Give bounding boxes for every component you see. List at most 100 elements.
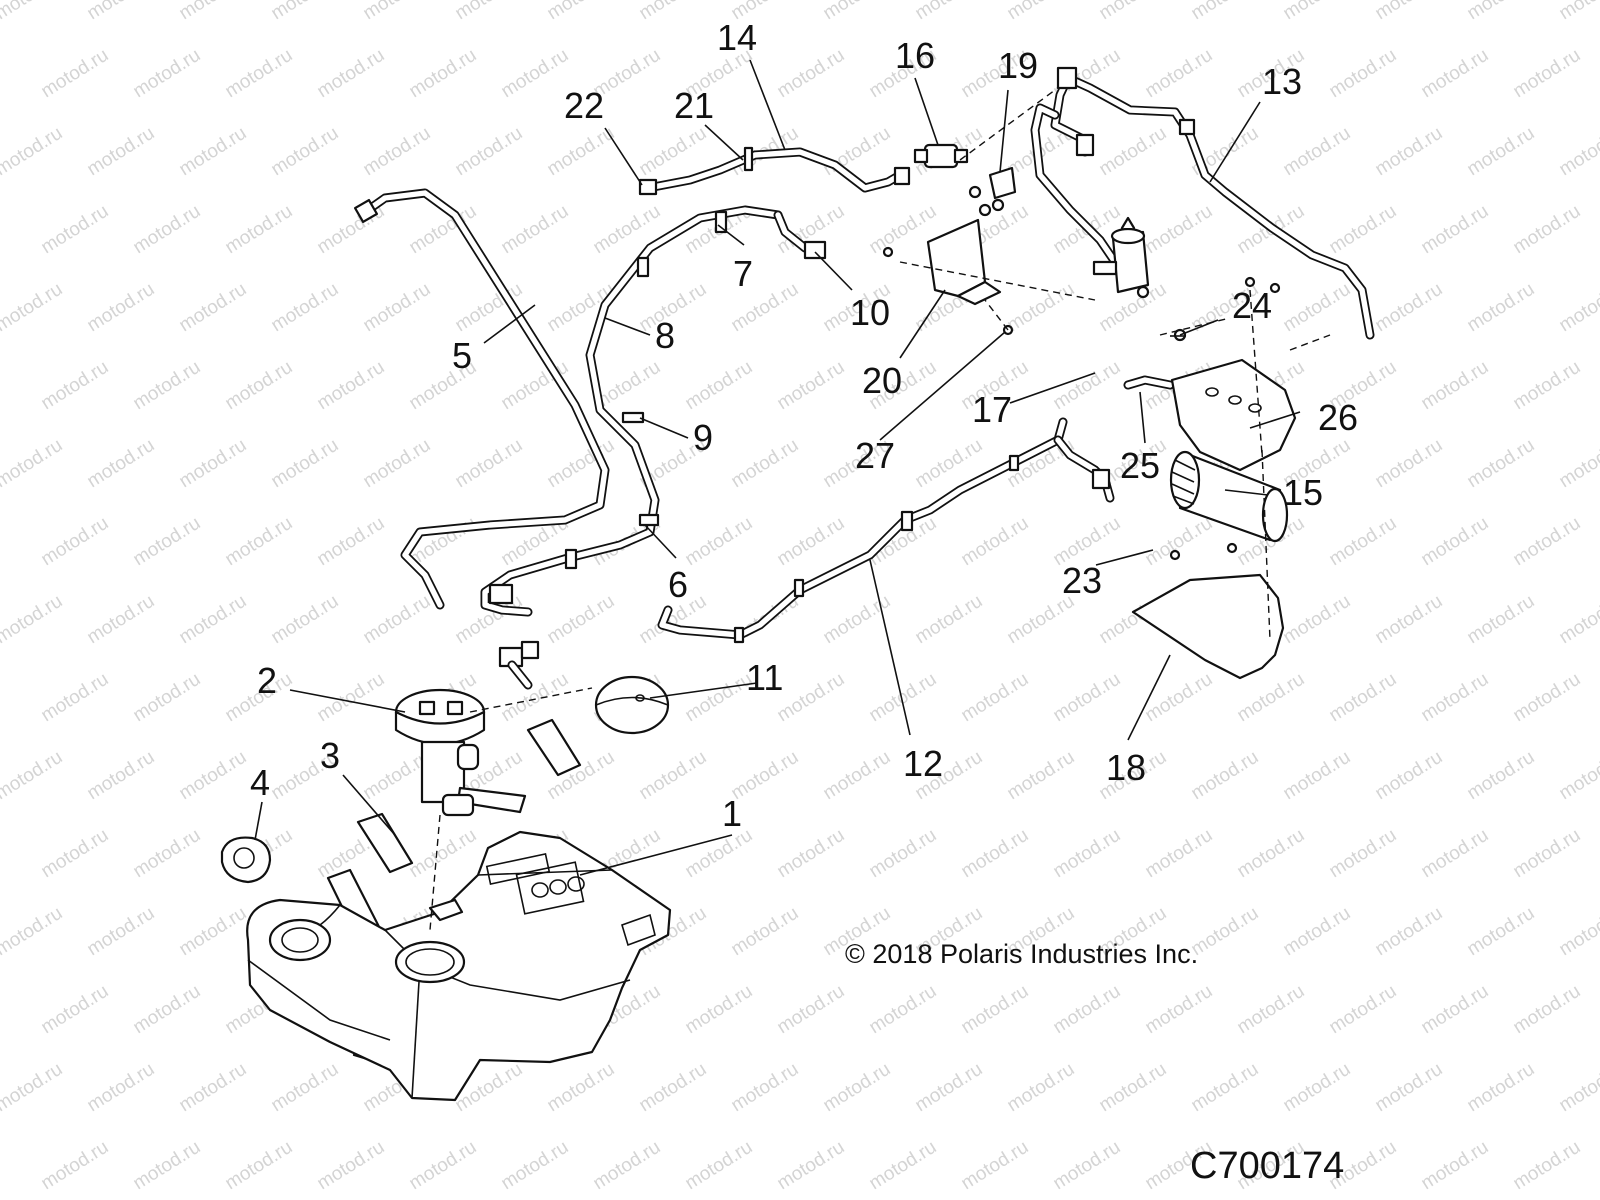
watermark-text: motod.ru [1142, 981, 1217, 1039]
watermark-text: motod.ru [728, 903, 803, 961]
callout-25: 25 [1120, 445, 1160, 486]
watermark-text: motod.ru [774, 45, 849, 103]
watermark-text: motod.ru [1096, 1059, 1171, 1117]
watermark-text: motod.ru [1142, 825, 1217, 883]
watermark-text: motod.ru [222, 201, 297, 259]
clamp-6 [638, 513, 660, 527]
clamp-6b [564, 548, 578, 570]
watermark-text: motod.ru [360, 123, 435, 181]
watermark-text: motod.ru [1372, 123, 1447, 181]
watermark-text: motod.ru [1372, 903, 1447, 961]
part-4-cap [220, 836, 272, 884]
callout-19: 19 [998, 45, 1038, 86]
callout-3: 3 [320, 735, 340, 776]
watermark-text: motod.ru [38, 201, 113, 259]
part-19-bracket [968, 166, 1017, 217]
watermark-text: motod.ru [176, 435, 251, 493]
watermark-text: motod.ru [774, 981, 849, 1039]
watermark-text: motod.ru [1418, 1137, 1493, 1195]
watermark-text: motod.ru [38, 669, 113, 727]
watermark-text: motod.ru [1280, 1059, 1355, 1117]
watermark-text: motod.ru [1004, 279, 1079, 337]
watermark-text: motod.ru [314, 669, 389, 727]
watermark-text: motod.ru [1418, 825, 1493, 883]
watermark-text: motod.ru [866, 825, 941, 883]
watermark-text: motod.ru [1188, 747, 1263, 805]
watermark-text: motod.ru [1510, 825, 1585, 883]
watermark-text: motod.ru [1510, 513, 1585, 571]
watermark-text: motod.ru [1464, 591, 1539, 649]
clamp-21 [743, 146, 754, 172]
watermark-text: motod.ru [360, 279, 435, 337]
part-17-canister [1092, 216, 1150, 299]
watermark-text: motod.ru [314, 1137, 389, 1195]
watermark-text: motod.ru [1326, 981, 1401, 1039]
watermark-text: motod.ru [1372, 0, 1447, 24]
callout-18: 18 [1106, 747, 1146, 788]
watermark-text: motod.ru [1372, 747, 1447, 805]
watermark-text: motod.ru [498, 669, 573, 727]
watermark-text: motod.ru [958, 981, 1033, 1039]
watermark-text: motod.ru [1418, 201, 1493, 259]
watermark-text: motod.ru [866, 981, 941, 1039]
callout-2: 2 [257, 660, 277, 701]
callout-21: 21 [674, 85, 714, 126]
watermark-text: motod.ru [1510, 45, 1585, 103]
watermark-text: motod.ru [682, 981, 757, 1039]
watermark-text: motod.ru [912, 1059, 987, 1117]
watermark-text: motod.ru [1556, 747, 1600, 805]
watermark-text: motod.ru [176, 1059, 251, 1117]
watermark-text: motod.ru [1464, 435, 1539, 493]
watermark-text: motod.ru [1372, 279, 1447, 337]
watermark-text: motod.ru [84, 123, 159, 181]
watermark-text: motod.ru [1510, 981, 1585, 1039]
watermark-text: motod.ru [130, 201, 205, 259]
watermark-text: motod.ru [1234, 825, 1309, 883]
watermark-text: motod.ru [1510, 1137, 1585, 1195]
watermark-text: motod.ru [1464, 123, 1539, 181]
watermark-text: motod.ru [38, 357, 113, 415]
watermark-text: motod.ru [958, 513, 1033, 571]
watermark-text: motod.ru [1464, 903, 1539, 961]
watermark-text: motod.ru [1556, 0, 1600, 24]
watermark-text: motod.ru [0, 0, 66, 24]
watermark-text: motod.ru [0, 903, 66, 961]
watermark-text: motod.ru [866, 669, 941, 727]
watermark-text: motod.ru [1050, 1137, 1125, 1195]
watermark-text: motod.ru [1142, 669, 1217, 727]
watermark-text: motod.ru [406, 1137, 481, 1195]
part-2-pump [394, 688, 527, 817]
callout-15: 15 [1283, 472, 1323, 513]
watermark-text: motod.ru [314, 357, 389, 415]
copyright-text: © 2018 Polaris Industries Inc. [845, 939, 1198, 969]
watermark-text: motod.ru [176, 279, 251, 337]
watermark-text: motod.ru [222, 45, 297, 103]
watermark-text: motod.ru [1464, 279, 1539, 337]
watermark-text: motod.ru [1326, 513, 1401, 571]
watermark-text: motod.ru [38, 1137, 113, 1195]
watermark-text: motod.ru [1418, 981, 1493, 1039]
watermark-text: motod.ru [1280, 123, 1355, 181]
callout-4: 4 [250, 762, 270, 803]
callout-1: 1 [722, 793, 742, 834]
callout-20: 20 [862, 360, 902, 401]
watermark-text: motod.ru [268, 0, 343, 24]
watermark-text: motod.ru [544, 0, 619, 24]
fitting-10 [803, 240, 827, 260]
watermark-text: motod.ru [1372, 591, 1447, 649]
watermark-text: motod.ru [728, 435, 803, 493]
watermark-text: motod.ru [360, 591, 435, 649]
watermark-text: motod.ru [130, 981, 205, 1039]
watermark-text: motod.ru [38, 825, 113, 883]
watermark-text: motod.ru [268, 435, 343, 493]
callout-5: 5 [452, 335, 472, 376]
callout-14: 14 [717, 17, 757, 58]
watermark-text: motod.ru [314, 201, 389, 259]
callout-22: 22 [564, 85, 604, 126]
watermark-text: motod.ru [682, 513, 757, 571]
watermark-text: motod.ru [1280, 747, 1355, 805]
watermark-text: motod.ru [84, 435, 159, 493]
part-14-line [638, 146, 911, 196]
